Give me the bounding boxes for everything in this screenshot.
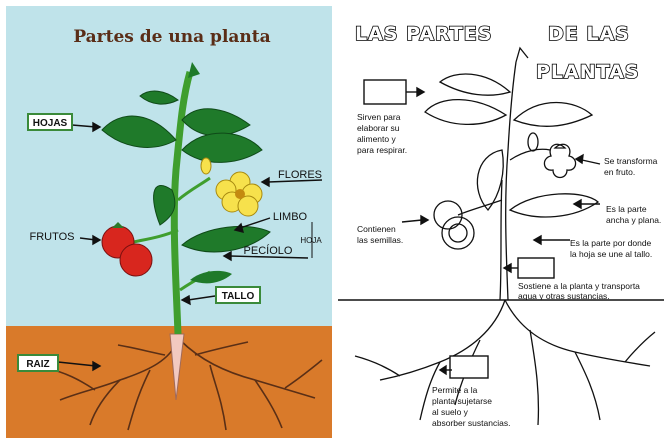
answer-box-raiz[interactable] bbox=[450, 356, 488, 378]
label-raiz: RAIZ bbox=[26, 359, 49, 370]
desc-frutos-1: Contienen bbox=[357, 224, 396, 234]
desc-hojas-2: elaborar su bbox=[357, 123, 400, 133]
desc-peciolo-1: Es la parte por donde bbox=[570, 238, 652, 248]
desc-raiz-2: planta sujetarse bbox=[432, 396, 492, 406]
label-hoja: HOJA bbox=[300, 236, 322, 245]
right-title-b: DE LAS bbox=[548, 23, 630, 45]
fruit-2 bbox=[120, 244, 152, 276]
desc-hojas-4: para respirar. bbox=[357, 145, 407, 155]
label-hojas: HOJAS bbox=[33, 118, 68, 129]
answer-box-hojas[interactable] bbox=[364, 80, 406, 104]
desc-limbo-1: Es la parte bbox=[606, 204, 647, 214]
desc-flores-2: en fruto. bbox=[604, 167, 635, 177]
flower-bud bbox=[201, 158, 211, 174]
desc-raiz-4: absorber sustancias. bbox=[432, 418, 510, 428]
desc-flores-1: Se transforma bbox=[604, 156, 658, 166]
desc-limbo-2: ancha y plana. bbox=[606, 215, 661, 225]
answer-box-tallo[interactable] bbox=[518, 258, 554, 278]
desc-peciolo-2: la hoja se une al tallo. bbox=[570, 249, 652, 259]
soil-background bbox=[6, 326, 332, 438]
left-title: Partes de una planta bbox=[73, 27, 270, 47]
desc-tallo-1: Sostiene a la planta y transporta bbox=[518, 281, 640, 291]
desc-tallo-2: agua y otras sustancias. bbox=[518, 291, 610, 301]
left-panel: Partes de una planta bbox=[6, 6, 332, 438]
desc-hojas-3: alimento y bbox=[357, 134, 396, 144]
label-tallo: TALLO bbox=[222, 291, 255, 302]
desc-raiz-3: al suelo y bbox=[432, 407, 469, 417]
label-flores: FLORES bbox=[278, 169, 322, 181]
right-title-c: PLANTAS bbox=[536, 61, 640, 83]
label-peciolo: PECÍOLO bbox=[244, 244, 293, 257]
right-title-a: LAS PARTES bbox=[355, 23, 492, 45]
desc-frutos-2: las semillas. bbox=[357, 235, 403, 245]
label-limbo: LIMBO bbox=[273, 211, 308, 223]
desc-raiz-1: Permite a la bbox=[432, 385, 478, 395]
sky-background bbox=[6, 6, 332, 328]
right-panel: LAS PARTES DE LAS PLANTAS bbox=[338, 6, 664, 438]
label-frutos: FRUTOS bbox=[29, 231, 74, 243]
desc-hojas-1: Sirven para bbox=[357, 112, 401, 122]
